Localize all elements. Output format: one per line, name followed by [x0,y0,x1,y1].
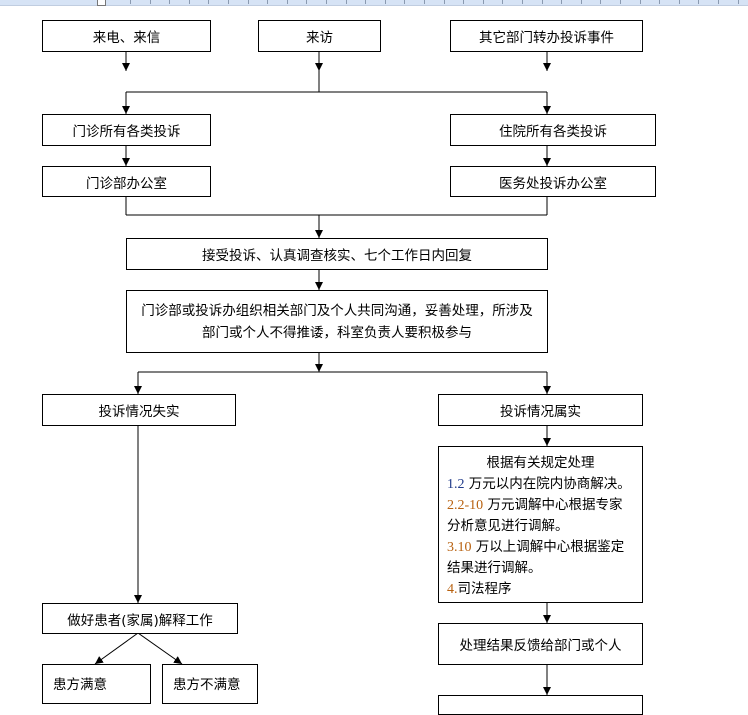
node-rules: 根据有关规定处理 1.2 万元以内在院内协商解决。 2.2-10 万元调解中心根… [438,446,643,603]
ruler-tick [346,0,347,4]
ruler-tick [287,0,288,4]
indent-marker[interactable] [97,0,106,6]
item-text: 万以上调解中心根据鉴定 [471,539,625,555]
ruler-tick [718,0,719,4]
rules-item-2-cont: 分析意见进行调解。 [447,518,569,534]
ruler-tick [248,0,249,4]
node-visit: 来访 [258,20,381,52]
item-text: 司法程序 [457,581,512,597]
ruler-tick [404,0,405,4]
ruler-tick [698,0,699,4]
node-label: 处理结果反馈给部门或个人 [459,638,622,654]
node-label: 住院所有各类投诉 [499,124,607,140]
ruler-tick [169,0,170,4]
node-label-line1: 门诊部或投诉办组织相关部门及个人共同沟通，妥善处理，所涉及 [141,302,533,319]
node-inpatient-complaints: 住院所有各类投诉 [450,114,656,146]
ruler-tick [306,0,307,4]
node-label: 医务处投诉办公室 [499,175,607,192]
item-number: 4. [447,582,458,597]
rules-item-3: 3.10 万以上调解中心根据鉴定 [447,537,624,558]
rules-item-3-cont: 结果进行调解。 [447,560,542,576]
item-text: 万元以内在院内协商解决。 [464,476,631,492]
node-label: 来电、来信 [92,30,161,46]
node-label: 其它部门转办投诉事件 [479,30,614,46]
ruler-tick [620,0,621,4]
ruler-tick [228,0,229,4]
item-number: 3.10 [447,540,472,555]
node-unsatisfied: 患方不满意 [162,664,258,704]
node-label: 做好患者(家属)解释工作 [67,612,213,629]
node-label: 来访 [306,30,333,46]
ruler-tick [679,0,680,4]
item-text: 万元调解中心根据专家 [483,497,623,513]
ruler-tick [502,0,503,4]
node-label: 投诉情况属实 [500,404,581,420]
node-outpatient-office: 门诊部办公室 [42,166,211,197]
node-label: 患方不满意 [173,677,241,693]
node-unfounded: 投诉情况失实 [42,394,236,426]
ruler-tick [542,0,543,4]
item-number: 2.2-10 [447,498,484,513]
node-next [438,695,643,715]
ruler-tick [483,0,484,4]
node-phone-letter: 来电、来信 [42,20,211,52]
node-outpatient-complaints: 门诊所有各类投诉 [42,114,211,146]
node-founded: 投诉情况属实 [438,394,643,426]
node-label: 门诊所有各类投诉 [72,124,181,140]
ruler-tick [130,0,131,4]
item-number: 1.2 [447,477,465,492]
ruler-tick [424,0,425,4]
ruler-tick [208,0,209,4]
ruler-tick [444,0,445,4]
rules-title: 根据有关规定处理 [486,455,595,471]
ruler-tick [150,0,151,4]
connector-lines [94,51,551,695]
node-satisfied: 患方满意 [42,664,151,704]
node-label: 接受投诉、认真调查核实、七个工作日内回复 [202,248,472,264]
ruler-tick [326,0,327,4]
ruler-tick [385,0,386,4]
rules-item-4: 4.司法程序 [447,579,512,600]
node-label: 门诊部办公室 [86,175,167,192]
node-accept: 接受投诉、认真调查核实、七个工作日内回复 [126,238,548,270]
ruler-tick [600,0,601,4]
node-coordinate: 门诊部或投诉办组织相关部门及个人共同沟通，妥善处理，所涉及 部门或个人不得推诿，… [126,290,548,353]
ruler-tick [640,0,641,4]
node-explain: 做好患者(家属)解释工作 [42,603,238,634]
ruler[interactable] [0,0,748,6]
node-feedback: 处理结果反馈给部门或个人 [438,623,643,665]
rules-item-2: 2.2-10 万元调解中心根据专家 [447,495,622,516]
ruler-tick [522,0,523,4]
ruler-tick [581,0,582,4]
node-label-line2: 部门或个人不得推诿，科室负责人要积极参与 [202,324,472,341]
rules-item-1: 1.2 万元以内在院内协商解决。 [447,474,631,495]
ruler-tick [738,0,739,4]
node-label: 患方满意 [53,677,107,693]
ruler-tick [365,0,366,4]
ruler-tick [189,0,190,4]
ruler-tick [267,0,268,4]
node-other-dept: 其它部门转办投诉事件 [450,20,643,52]
node-medical-office: 医务处投诉办公室 [450,166,656,197]
ruler-tick [561,0,562,4]
ruler-tick [659,0,660,4]
ruler-tick [463,0,464,4]
node-label: 投诉情况失实 [98,404,180,420]
